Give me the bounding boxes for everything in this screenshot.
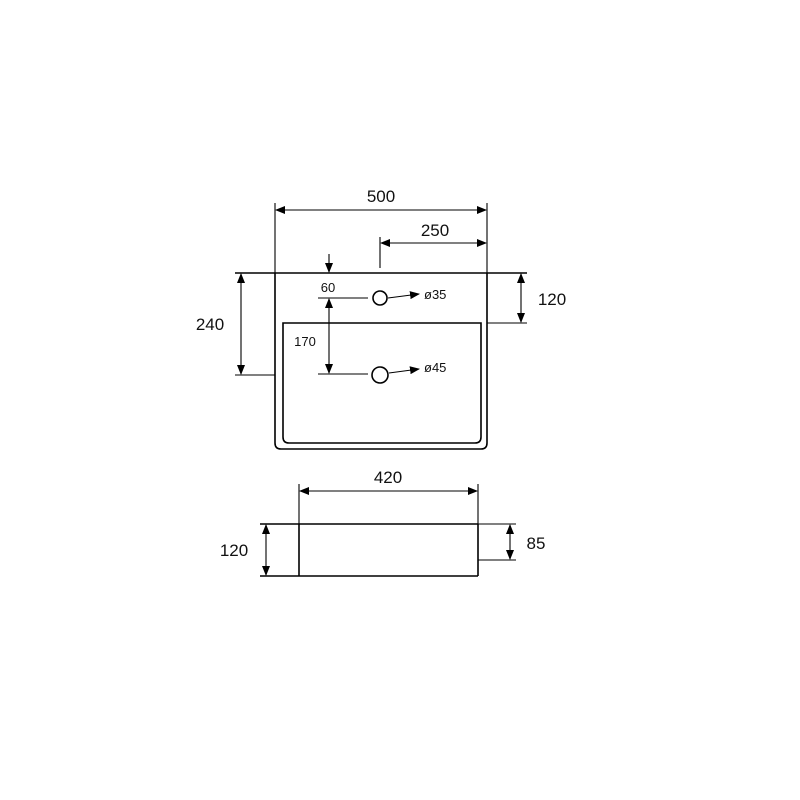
drain-hole-leader <box>388 366 420 375</box>
top-view: 500 250 240 120 60 170 ø35 ø45 <box>196 187 566 450</box>
basin-inner-bowl <box>282 322 482 444</box>
basin-outer-outline <box>274 273 488 450</box>
depth-label: 240 <box>196 315 224 334</box>
back-offset-label: 120 <box>538 290 566 309</box>
side-height-label: 120 <box>220 541 248 560</box>
tap-hole-label: ø35 <box>424 287 446 302</box>
side-view: 420 120 85 <box>220 468 546 577</box>
width-label: 500 <box>367 187 395 206</box>
half-width-label: 250 <box>421 221 449 240</box>
drain-hole <box>371 366 389 384</box>
drain-offset-label: 170 <box>294 334 316 349</box>
side-width-label: 420 <box>374 468 402 487</box>
tap-hole-leader <box>387 291 420 300</box>
tap-hole <box>372 290 388 306</box>
tap-offset-label: 60 <box>321 280 335 295</box>
inner-height-label: 85 <box>527 534 546 553</box>
drain-hole-label: ø45 <box>424 360 446 375</box>
